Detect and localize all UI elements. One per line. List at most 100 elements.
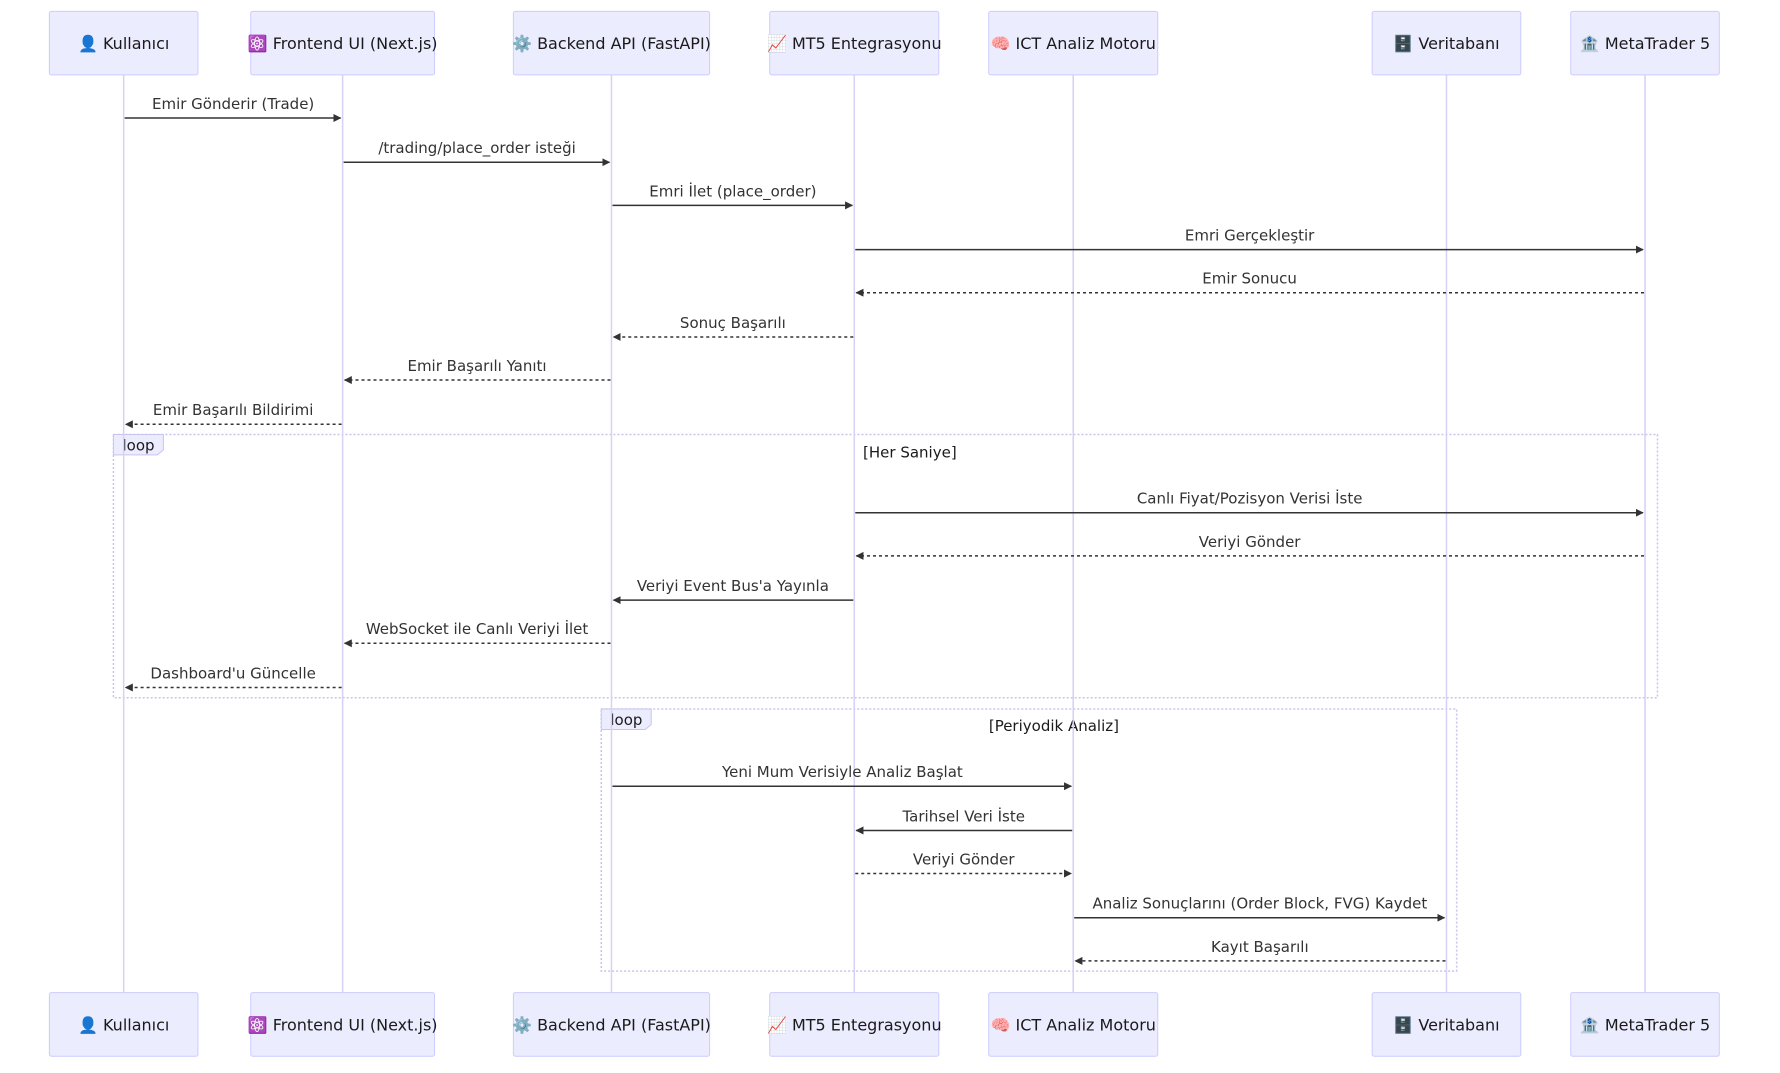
message-10: Veriyi Gönder [855, 533, 1644, 560]
participant-label: ⚛️ Frontend UI (Next.js) [248, 1015, 438, 1034]
participant-name: Kullanıcı [103, 34, 169, 53]
participant-box [250, 992, 436, 1057]
participant-label: 🧠 ICT Analiz Motoru [991, 34, 1156, 53]
message-14: Yeni Mum Verisiyle Analiz Başlat [612, 763, 1073, 791]
participant-name: MetaTrader 5 [1605, 34, 1710, 53]
participant-mt5-top: 📈 MT5 Entegrasyonu [767, 10, 942, 76]
participant-label: 👤 Kullanıcı [78, 1015, 169, 1034]
participant-frontend-top: ⚛️ Frontend UI (Next.js) [248, 10, 438, 76]
message-label: Sonuç Başarılı [680, 314, 786, 332]
participant-frontend-icon: ⚛️ [248, 34, 268, 53]
message-11: Veriyi Event Bus'a Yayınla [612, 577, 854, 605]
participant-mt5-icon: 📈 [767, 1015, 787, 1034]
participant-label: 🧠 ICT Analiz Motoru [991, 1015, 1156, 1034]
message-9: Canlı Fiyat/Pozisyon Verisi İste [855, 489, 1644, 517]
message-label: WebSocket ile Canlı Veriyi İlet [366, 619, 589, 638]
lifelines [122, 74, 1646, 993]
participant-box [769, 10, 940, 76]
message-label: Emir Gönderir (Trade) [152, 95, 314, 113]
message-label: Emir Sonucu [1202, 270, 1297, 288]
participant-label: 🏦 MetaTrader 5 [1580, 1015, 1710, 1034]
message-13: Dashboard'u Güncelle [124, 664, 342, 692]
participant-metatrader-top: 🏦 MetaTrader 5 [1570, 10, 1720, 76]
participant-backend-icon: ⚙️ [512, 1015, 532, 1034]
participant-name: Backend API (FastAPI) [537, 34, 711, 53]
participant-name: Kullanıcı [103, 1015, 169, 1034]
message-15: Tarihsel Veri İste [855, 806, 1073, 835]
loop-tab-label: loop [123, 436, 155, 454]
participant-name: ICT Analiz Motoru [1016, 1015, 1156, 1034]
loop-frame-border [112, 433, 1659, 699]
participant-label: ⚙️ Backend API (FastAPI) [512, 34, 711, 53]
participant-label: ⚛️ Frontend UI (Next.js) [248, 34, 438, 53]
participant-box [512, 992, 711, 1057]
loop-frame-1: loop[Her Saniye] [112, 433, 1659, 699]
participant-metatrader-icon: 🏦 [1580, 1015, 1600, 1034]
participant-box [48, 992, 199, 1057]
participant-db-icon: 🗄️ [1393, 34, 1413, 53]
message-18: Kayıt Başarılı [1074, 938, 1446, 965]
participant-ict-icon: 🧠 [991, 34, 1011, 53]
participant-frontend-icon: ⚛️ [248, 1015, 268, 1034]
participant-box [769, 992, 940, 1057]
participant-name: ICT Analiz Motoru [1016, 34, 1156, 53]
participant-backend-bottom: ⚙️ Backend API (FastAPI) [512, 992, 711, 1057]
participant-name: MT5 Entegrasyonu [792, 1015, 942, 1034]
message-2: /trading/place_order isteği [343, 139, 611, 167]
message-label: Canlı Fiyat/Pozisyon Verisi İste [1137, 489, 1363, 508]
participant-user-icon: 👤 [78, 34, 98, 53]
loop-frame-border [600, 708, 1458, 972]
message-label: Emir Başarılı Bildirimi [153, 401, 314, 419]
participants: 👤 Kullanıcı👤 Kullanıcı⚛️ Frontend UI (Ne… [48, 10, 1720, 1057]
participant-label: 🗄️ Veritabanı [1393, 1015, 1499, 1034]
message-label: Dashboard'u Güncelle [150, 664, 315, 682]
participant-user-bottom: 👤 Kullanıcı [48, 992, 199, 1057]
loop-tab [112, 434, 164, 456]
message-label: /trading/place_order isteği [378, 139, 575, 158]
participant-box [48, 10, 199, 76]
loop-frame-2: loop [Periyodik Analiz] [600, 708, 1458, 972]
message-8: Emir Başarılı Bildirimi [124, 401, 342, 429]
participant-ict-icon: 🧠 [991, 1015, 1011, 1034]
participant-label: 👤 Kullanıcı [78, 34, 169, 53]
participant-box [512, 10, 711, 76]
message-6: Sonuç Başarılı [612, 314, 854, 341]
message-label: Veriyi Gönder [913, 850, 1016, 868]
message-label: Veriyi Gönder [1199, 533, 1302, 551]
participant-metatrader-bottom: 🏦 MetaTrader 5 [1570, 992, 1720, 1057]
loop-tab-label: loop [610, 711, 642, 729]
participant-mt5-bottom: 📈 MT5 Entegrasyonu [767, 992, 942, 1057]
message-label: Emri Gerçekleştir [1185, 227, 1315, 245]
message-3: Emri İlet (place_order) [612, 181, 854, 210]
participant-label: 📈 MT5 Entegrasyonu [767, 1015, 942, 1034]
participant-user-top: 👤 Kullanıcı [48, 10, 199, 76]
participant-name: Veritabanı [1418, 34, 1499, 53]
participant-ict-top: 🧠 ICT Analiz Motoru [988, 10, 1159, 76]
participant-name: Frontend UI (Next.js) [273, 1015, 438, 1034]
participant-name: MetaTrader 5 [1605, 1015, 1710, 1034]
participant-name: Frontend UI (Next.js) [273, 34, 438, 53]
message-label: Kayıt Başarılı [1211, 938, 1309, 956]
participant-label: 🏦 MetaTrader 5 [1580, 34, 1710, 53]
participant-ict-bottom: 🧠 ICT Analiz Motoru [988, 992, 1159, 1057]
participant-box [988, 10, 1159, 76]
participant-box [1371, 992, 1522, 1057]
participant-box [988, 992, 1159, 1057]
message-label: Analiz Sonuçlarını (Order Block, FVG) Ka… [1092, 895, 1427, 913]
message-17: Analiz Sonuçlarını (Order Block, FVG) Ka… [1074, 895, 1446, 922]
message-5: Emir Sonucu [855, 270, 1644, 297]
participant-label: 📈 MT5 Entegrasyonu [767, 34, 942, 53]
messages: Emir Gönderir (Trade) /trading/place_orde… [124, 95, 1644, 965]
message-label: Emir Başarılı Yanıtı [407, 357, 546, 375]
message-16: Veriyi Gönder [855, 850, 1073, 878]
loop-condition: [Periyodik Analiz] [989, 717, 1119, 735]
message-4: Emri Gerçekleştir [855, 227, 1644, 254]
message-1: Emir Gönderir (Trade) [124, 95, 342, 122]
message-label: Tarihsel Veri İste [902, 806, 1025, 825]
participant-mt5-icon: 📈 [767, 34, 787, 53]
participant-name: Backend API (FastAPI) [537, 1015, 711, 1034]
message-label: Yeni Mum Verisiyle Analiz Başlat [721, 763, 963, 781]
participant-name: Veritabanı [1418, 1015, 1499, 1034]
participant-db-top: 🗄️ Veritabanı [1371, 10, 1522, 76]
